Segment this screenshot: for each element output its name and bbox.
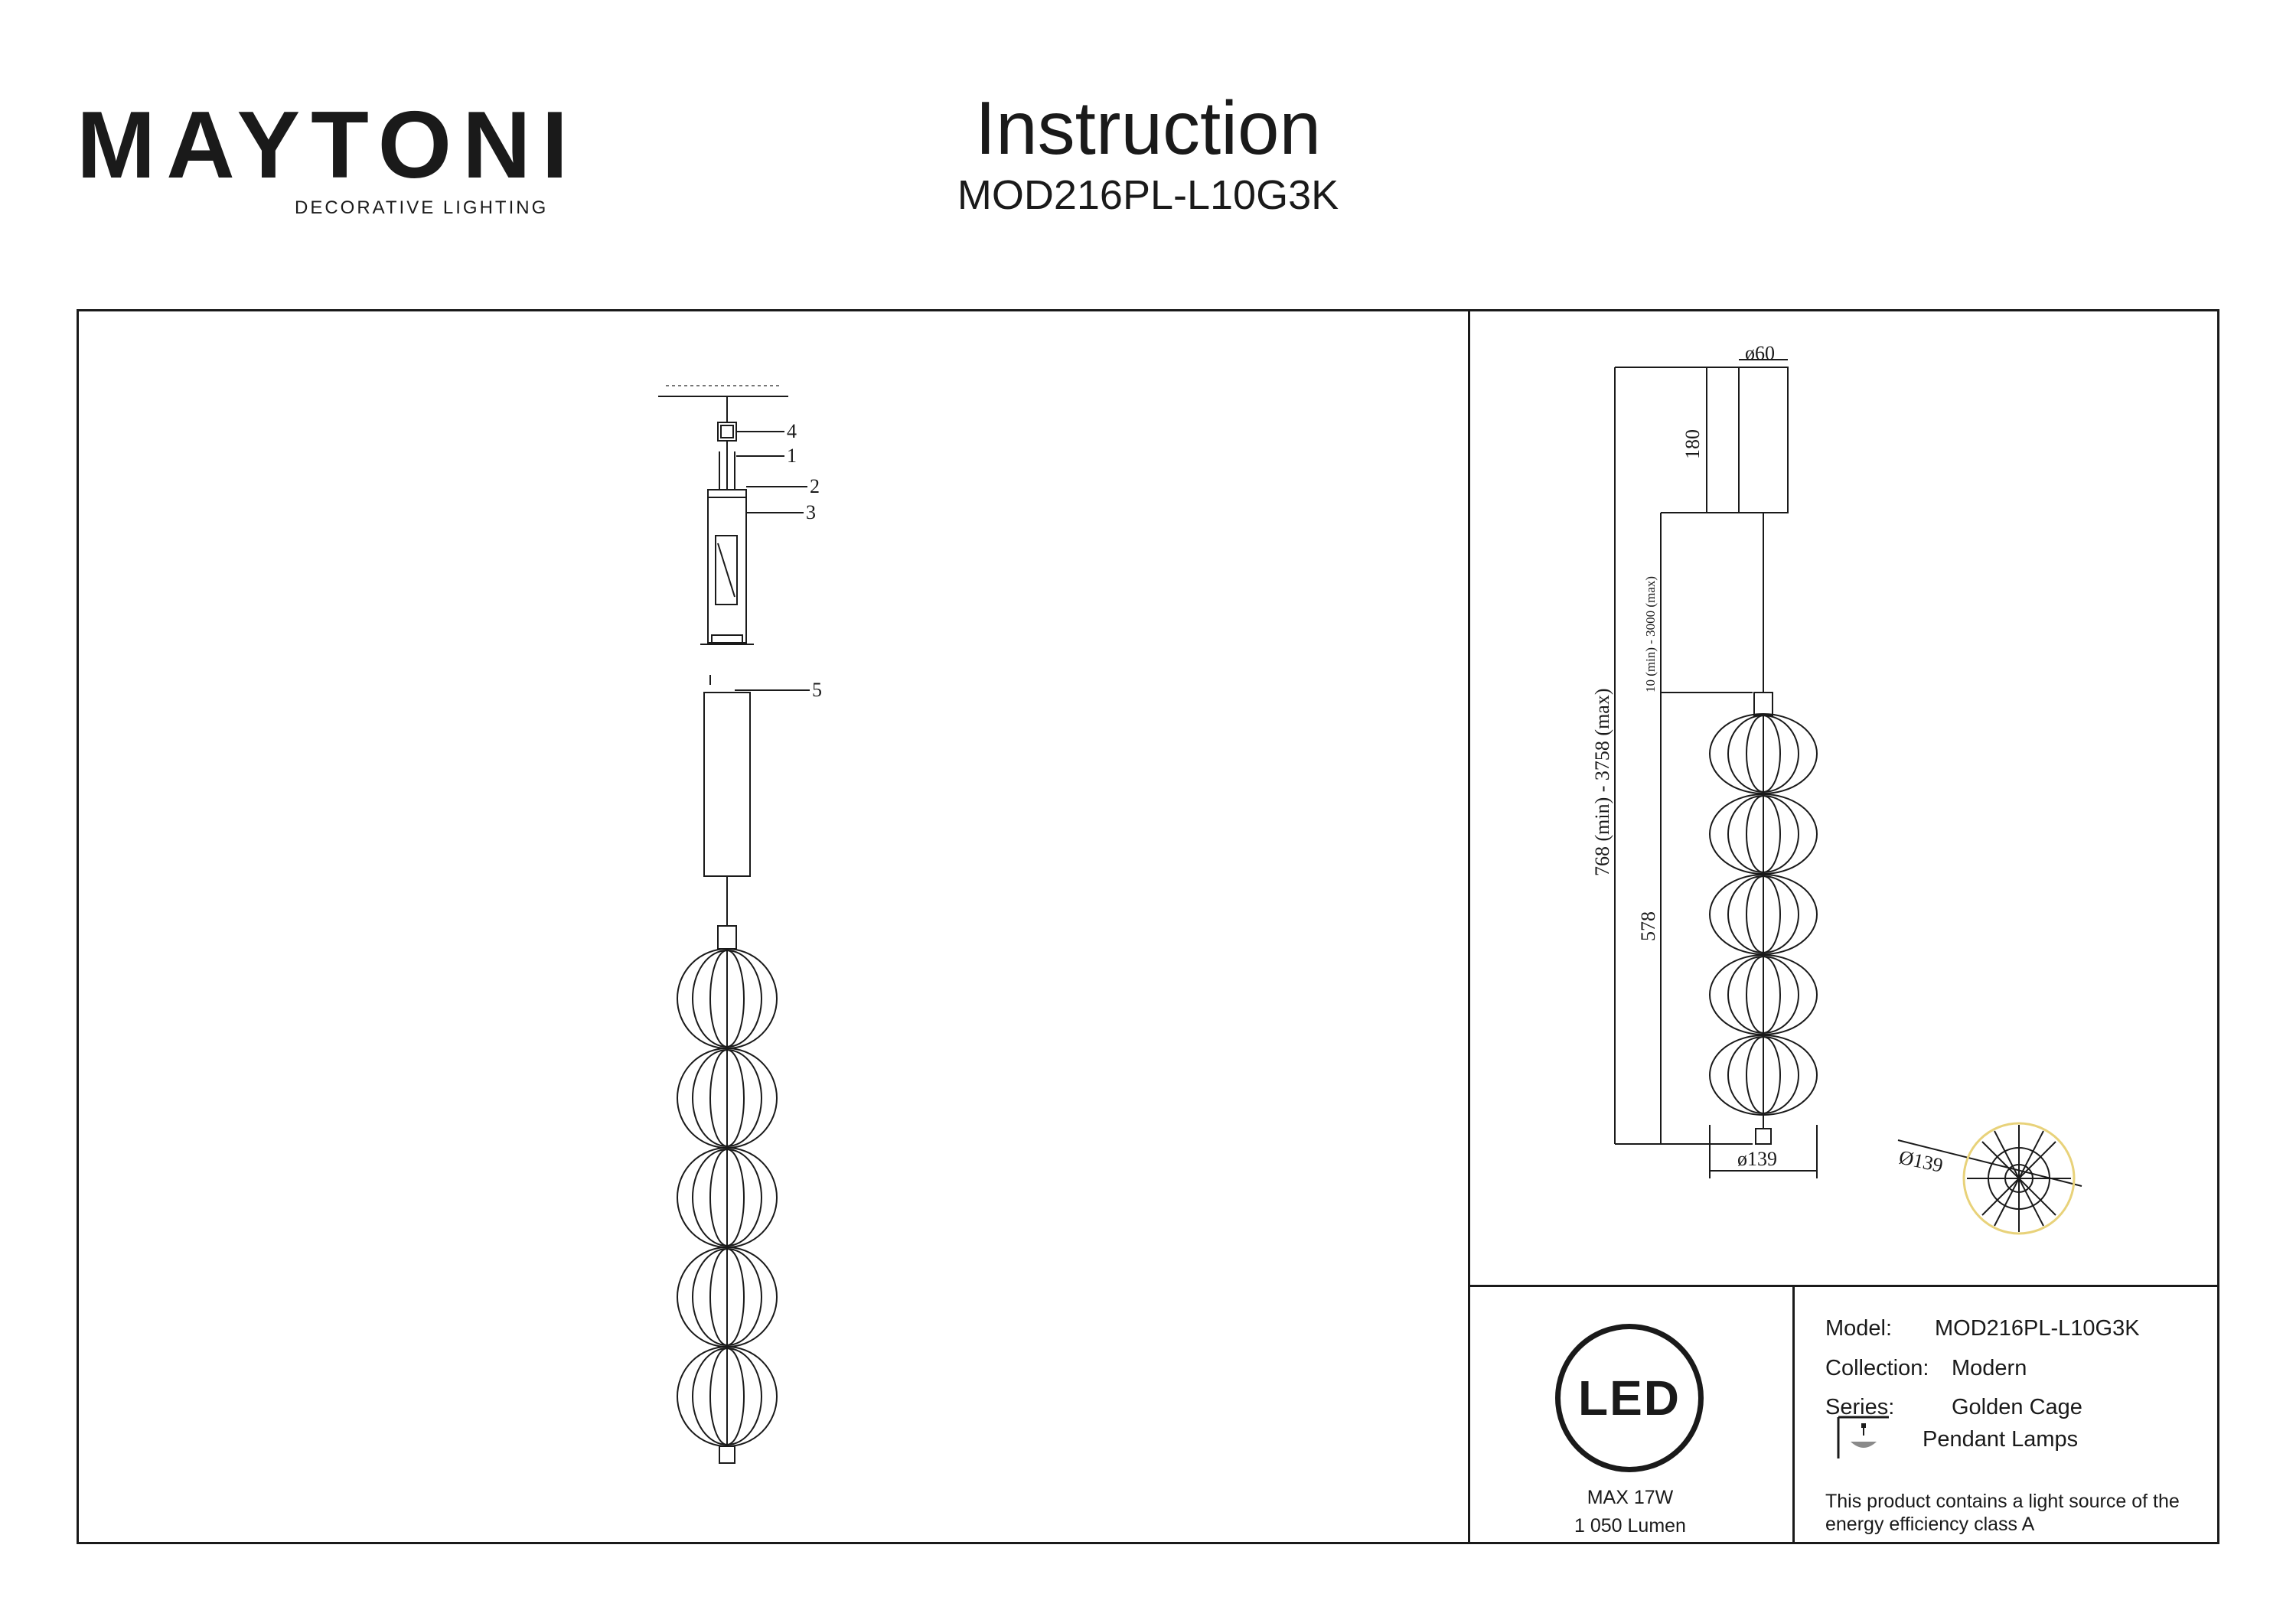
callout-4: 4 — [787, 420, 797, 442]
dim-total-height: 768 (min) - 3758 (max) — [1591, 688, 1613, 876]
spec-model-label: Model: — [1825, 1316, 1893, 1341]
brand-tagline: DECORATIVE LIGHTING — [295, 197, 549, 218]
led-power: MAX 17W — [1587, 1487, 1674, 1508]
callout-3: 3 — [806, 501, 816, 523]
model-code-heading: MOD216PL-L10G3K — [957, 172, 1339, 218]
dim-canopy-diameter: ø60 — [1745, 342, 1775, 364]
led-flux: 1 050 Lumen — [1574, 1515, 1686, 1537]
spec-collection-value: Modern — [1952, 1356, 2027, 1380]
dim-canopy-height: 180 — [1681, 429, 1704, 459]
callout-2: 2 — [810, 475, 820, 497]
spec-type-value: Pendant Lamps — [1923, 1427, 2079, 1452]
dimension-drawing: ø60 180 10 (min) - 3000 (max) 768 (min) … — [1591, 342, 2082, 1235]
callout-5: 5 — [812, 679, 822, 701]
dim-cable-length: 10 (min) - 3000 (max) — [1643, 576, 1658, 693]
pendant-lamp-icon — [1837, 1416, 1889, 1458]
spec-model-value: MOD216PL-L10G3K — [1935, 1316, 2140, 1341]
spec-collection-label: Collection: — [1825, 1356, 1929, 1380]
spec-series-value: Golden Cage — [1952, 1395, 2082, 1419]
spec-series-label: Series: — [1825, 1395, 1895, 1419]
energy-efficiency-note: This product contains a light source of … — [1825, 1491, 2180, 1535]
frame-divider-vertical — [1468, 309, 1470, 1544]
frame-divider-horizontal — [1468, 1285, 2219, 1287]
callout-1: 1 — [787, 445, 797, 467]
document-title: Instruction — [974, 86, 1322, 170]
drawing-frame — [77, 309, 2219, 1544]
dim-body-diameter: ø139 — [1737, 1148, 1777, 1170]
brand-logo: MAYTONI — [77, 93, 579, 198]
info-divider-vertical — [1792, 1285, 1795, 1544]
led-badge-text: LED — [1578, 1370, 1681, 1426]
led-badge: LED — [1555, 1324, 1704, 1472]
dim-body-height: 578 — [1637, 911, 1659, 941]
assembly-drawing: 4 1 2 3 5 — [658, 385, 822, 1464]
